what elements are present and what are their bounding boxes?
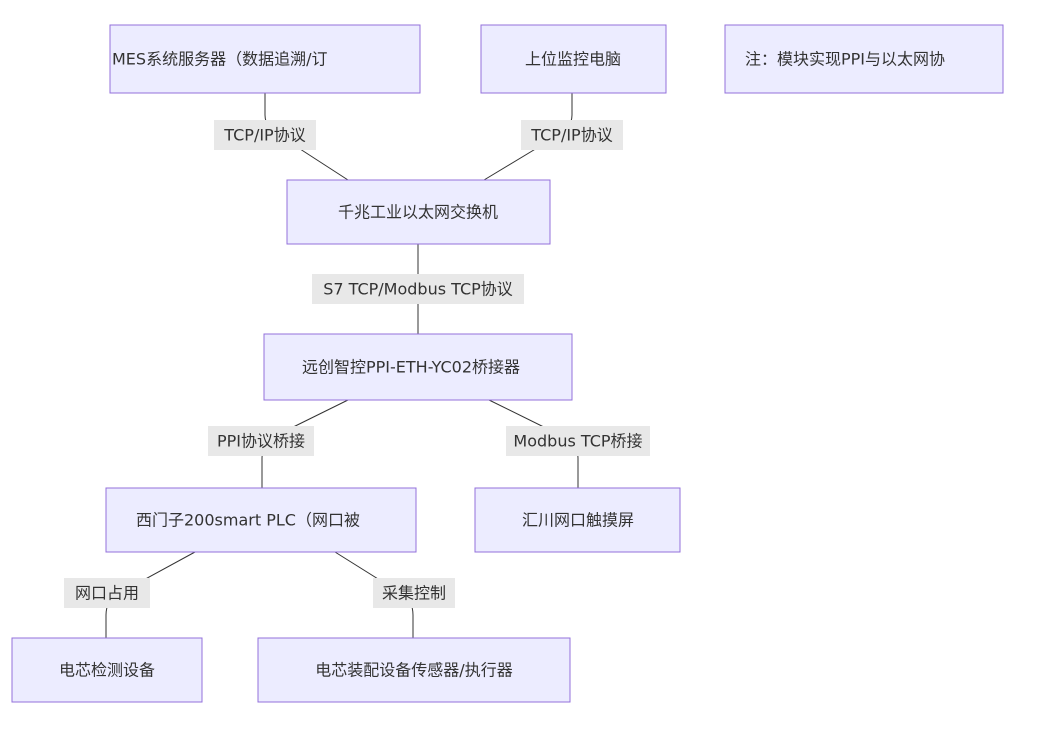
edge-label-bridge-to-plc: PPI协议桥接 <box>208 426 314 456</box>
node-bridge: 远创智控PPI-ETH-YC02桥接器 <box>263 333 573 401</box>
node-switch: 千兆工业以太网交换机 <box>286 179 551 245</box>
svg-text:网口占用: 网口占用 <box>75 584 139 603</box>
svg-text:上位监控电脑: 上位监控电脑 <box>525 50 621 69</box>
svg-text:S7 TCP/Modbus TCP协议: S7 TCP/Modbus TCP协议 <box>323 280 513 299</box>
node-monitor-pc: 上位监控电脑 <box>480 24 667 94</box>
svg-text:电芯装配设备传感器/执行器: 电芯装配设备传感器/执行器 <box>315 661 512 680</box>
svg-text:注：模块实现PPI与以太网协: 注：模块实现PPI与以太网协 <box>745 50 945 69</box>
svg-text:TCP/IP协议: TCP/IP协议 <box>530 126 612 145</box>
edge-label-plc-to-assembly: 采集控制 <box>373 578 455 608</box>
svg-text:电芯检测设备: 电芯检测设备 <box>59 661 155 680</box>
svg-text:TCP/IP协议: TCP/IP协议 <box>223 126 305 145</box>
edge-label-switch-to-bridge: S7 TCP/Modbus TCP协议 <box>312 274 524 304</box>
node-touchscreen: 汇川网口触摸屏 <box>474 487 681 553</box>
svg-text:Modbus TCP桥接: Modbus TCP桥接 <box>513 432 642 451</box>
svg-text:MES系统服务器（数据追溯/订: MES系统服务器（数据追溯/订 <box>112 50 327 69</box>
node-plc: 西门子200smart PLC（网口被 <box>105 487 417 553</box>
edge-label-plc-to-test: 网口占用 <box>64 578 150 608</box>
edge-label-mes-to-switch: TCP/IP协议 <box>214 120 316 150</box>
node-mes-server: MES系统服务器（数据追溯/订 <box>109 24 421 94</box>
svg-text:汇川网口触摸屏: 汇川网口触摸屏 <box>522 511 634 530</box>
node-note: 注：模块实现PPI与以太网协 <box>724 24 1004 94</box>
svg-text:PPI协议桥接: PPI协议桥接 <box>217 432 305 451</box>
svg-text:远创智控PPI-ETH-YC02桥接器: 远创智控PPI-ETH-YC02桥接器 <box>302 358 520 377</box>
edge-label-pc-to-switch: TCP/IP协议 <box>521 120 623 150</box>
edge-label-bridge-to-touchscreen: Modbus TCP桥接 <box>506 426 650 456</box>
svg-text:西门子200smart PLC（网口被: 西门子200smart PLC（网口被 <box>136 511 360 530</box>
node-cell-assembly: 电芯装配设备传感器/执行器 <box>257 637 571 703</box>
node-cell-test: 电芯检测设备 <box>11 637 203 703</box>
svg-text:采集控制: 采集控制 <box>382 584 446 603</box>
svg-text:千兆工业以太网交换机: 千兆工业以太网交换机 <box>338 203 498 222</box>
